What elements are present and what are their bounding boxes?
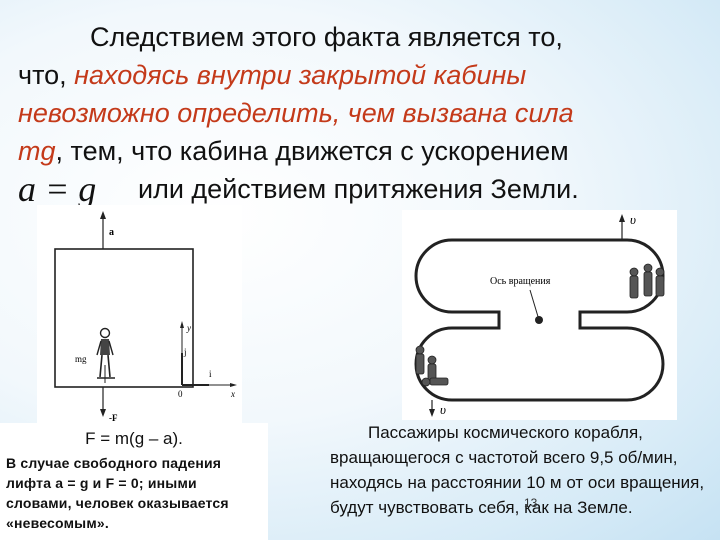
elevator-diagram: a mg -F y j i x 0 bbox=[37, 205, 242, 425]
label-F: -F bbox=[109, 413, 118, 423]
heading-line-1: Следствием этого факта является то, bbox=[90, 22, 563, 52]
label-a: a bbox=[109, 227, 114, 238]
heading-line-2: что, находясь внутри закрытой кабины bbox=[18, 60, 527, 90]
passengers-bottom bbox=[415, 345, 449, 387]
spaceship-caption: Пассажиры космического корабля, вращающе… bbox=[330, 423, 705, 517]
rotation-axis-label: Ось вращения bbox=[490, 276, 551, 287]
label-mg: mg bbox=[75, 354, 87, 364]
page-number: 13 bbox=[524, 496, 538, 510]
label-y: y bbox=[186, 323, 191, 333]
label-zero: 0 bbox=[178, 389, 183, 399]
label-i: i bbox=[209, 369, 212, 379]
heading-line-4: mg, тем, что кабина движется с ускорение… bbox=[18, 136, 569, 166]
heading-line-3: невозможно определить, чем вызвана сила bbox=[18, 98, 574, 128]
force-formula: F = m(g – a). bbox=[85, 429, 183, 448]
label-v-bottom: υ bbox=[440, 402, 446, 417]
label-j: j bbox=[183, 347, 187, 357]
free-fall-text: В случае свободного падения лифта a = g … bbox=[6, 455, 229, 531]
rotating-spaceship-diagram: υ υ Ось вращения bbox=[402, 210, 677, 420]
label-v-top: υ bbox=[630, 212, 636, 227]
person-figure bbox=[96, 327, 115, 379]
elevator-caption: F = m(g – a). В случае свободного падени… bbox=[0, 423, 268, 540]
label-x: x bbox=[230, 389, 235, 399]
passengers-top bbox=[629, 263, 665, 299]
formula-a-equals-g: a = g bbox=[18, 169, 97, 209]
slide-heading: Следствием этого факта является то, что,… bbox=[18, 18, 708, 208]
